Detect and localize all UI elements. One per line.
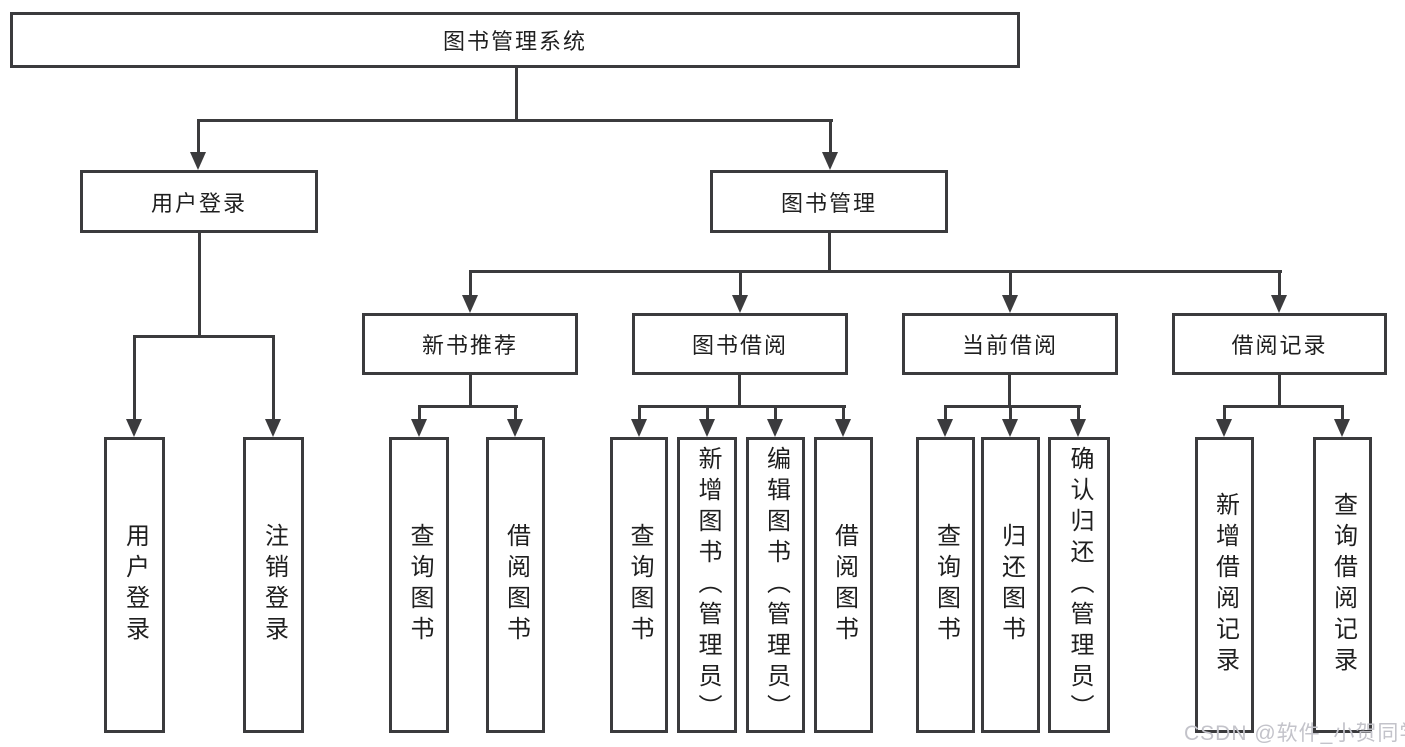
connector-stem — [828, 233, 831, 273]
connector-stem — [1223, 405, 1226, 422]
connector-stem — [842, 405, 845, 422]
node-book-borrowing: 图书借阅 — [632, 313, 848, 375]
leaf-confirm-return-admin: 确认归还（管理员） — [1048, 437, 1110, 733]
connector-stem — [469, 375, 472, 408]
leaf-return-book: 归还图书 — [981, 437, 1040, 733]
connector-hline — [944, 405, 1081, 408]
connector-stem — [1008, 375, 1011, 408]
leaf-label: 查询图书 — [932, 523, 960, 647]
leaf-label: 借阅图书 — [830, 523, 858, 647]
connector-stem — [774, 405, 777, 422]
leaf-query-borrow-record: 查询借阅记录 — [1313, 437, 1372, 733]
arrow-down-icon — [1334, 419, 1350, 437]
leaf-label: 编辑图书（管理员） — [762, 445, 790, 725]
arrow-down-icon — [631, 419, 647, 437]
leaf-add-borrow-record: 新增借阅记录 — [1195, 437, 1254, 733]
connector-stem — [944, 405, 947, 422]
connector-stem — [197, 119, 200, 155]
connector-stem — [1077, 405, 1080, 422]
leaf-label: 新增图书（管理员） — [694, 445, 721, 725]
connector-stem — [706, 405, 709, 422]
node-label: 当前借阅 — [961, 333, 1058, 358]
leaf-label: 确认归还（管理员） — [1066, 445, 1093, 725]
arrow-down-icon — [462, 295, 478, 313]
leaf-label: 用户登录 — [121, 523, 149, 647]
arrow-down-icon — [822, 152, 838, 170]
arrow-down-icon — [1271, 295, 1287, 313]
connector-hline — [1223, 405, 1344, 408]
leaf-add-book-admin: 新增图书（管理员） — [677, 437, 737, 733]
connector-hline — [469, 270, 1282, 273]
node-current-borrowing: 当前借阅 — [902, 313, 1118, 375]
connector-hline — [638, 405, 846, 408]
csdn-watermark: CSDN @软件_小贺同学 — [1184, 722, 1405, 745]
arrow-down-icon — [507, 419, 523, 437]
connector-stem — [133, 335, 136, 422]
connector-stem — [272, 335, 275, 422]
connector-root-hline — [197, 119, 833, 122]
node-label: 用户登录 — [150, 190, 247, 216]
connector-stem — [469, 270, 472, 297]
connector-stem — [418, 405, 421, 422]
connector-root-stem — [515, 68, 518, 121]
arrow-down-icon — [732, 295, 748, 313]
connector-stem — [739, 270, 742, 297]
connector-hline — [418, 405, 518, 408]
leaf-logout: 注销登录 — [243, 437, 304, 733]
leaf-query-books-current: 查询图书 — [916, 437, 975, 733]
arrow-down-icon — [1002, 419, 1018, 437]
leaf-label: 查询图书 — [626, 523, 653, 647]
connector-stem — [738, 375, 741, 408]
node-book-management: 图书管理 — [710, 170, 948, 233]
node-label: 图书管理 — [780, 190, 877, 216]
connector-stem — [638, 405, 641, 422]
connector-stem — [1278, 375, 1281, 408]
connector-stem — [829, 119, 832, 155]
leaf-user-login: 用户登录 — [104, 437, 165, 733]
leaf-query-books-recommend: 查询图书 — [389, 437, 449, 733]
leaf-label: 归还图书 — [997, 523, 1025, 647]
node-user-login: 用户登录 — [80, 170, 318, 233]
arrow-down-icon — [1216, 419, 1232, 437]
node-label: 图书管理系统 — [442, 29, 587, 54]
arrow-down-icon — [190, 152, 206, 170]
leaf-query-books-borrowing: 查询图书 — [610, 437, 668, 733]
connector-stem — [198, 233, 201, 338]
arrow-down-icon — [411, 419, 427, 437]
leaf-label: 注销登录 — [260, 523, 288, 647]
arrow-down-icon — [835, 419, 851, 437]
connector-stem — [1341, 405, 1344, 422]
leaf-borrow-books-borrowing: 借阅图书 — [814, 437, 873, 733]
arrow-down-icon — [1002, 295, 1018, 313]
node-label: 图书借阅 — [691, 333, 788, 358]
connector-hline — [133, 335, 275, 338]
node-library-management-system: 图书管理系统 — [10, 12, 1020, 68]
leaf-label: 查询借阅记录 — [1329, 492, 1357, 678]
node-label: 借阅记录 — [1231, 333, 1328, 358]
connector-stem — [1009, 405, 1012, 422]
arrow-down-icon — [699, 419, 715, 437]
node-label: 新书推荐 — [421, 333, 518, 358]
connector-stem — [514, 405, 517, 422]
leaf-label: 新增借阅记录 — [1211, 492, 1239, 678]
connector-stem — [1278, 270, 1281, 297]
node-new-book-recommendation: 新书推荐 — [362, 313, 578, 375]
node-borrowing-records: 借阅记录 — [1172, 313, 1387, 375]
arrow-down-icon — [265, 419, 281, 437]
arrow-down-icon — [937, 419, 953, 437]
connector-stem — [1009, 270, 1012, 297]
leaf-edit-book-admin: 编辑图书（管理员） — [746, 437, 805, 733]
arrow-down-icon — [1070, 419, 1086, 437]
leaf-label: 借阅图书 — [502, 523, 530, 647]
leaf-label: 查询图书 — [406, 523, 433, 647]
arrow-down-icon — [767, 419, 783, 437]
arrow-down-icon — [126, 419, 142, 437]
leaf-borrow-books-recommend: 借阅图书 — [486, 437, 545, 733]
